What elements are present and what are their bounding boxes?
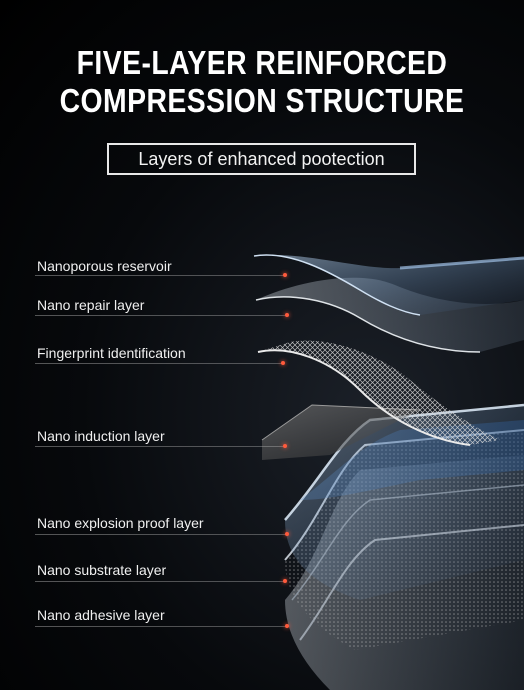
label-fingerprint-identification: Fingerprint identification	[37, 345, 186, 361]
label-nano-induction-layer: Nano induction layer	[37, 428, 165, 444]
leader-line	[35, 626, 287, 627]
marker-dot	[283, 444, 287, 448]
title-line-1: FIVE-LAYER REINFORCED	[76, 44, 448, 81]
label-nano-substrate-layer: Nano substrate layer	[37, 562, 167, 578]
marker-dot	[285, 532, 289, 536]
page-title: FIVE-LAYER REINFORCED COMPRESSION STRUCT…	[37, 44, 488, 120]
title-line-2: COMPRESSION STRUCTURE	[59, 82, 465, 119]
label-nano-repair-layer: Nano repair layer	[37, 297, 145, 313]
leader-line	[35, 363, 283, 364]
label-nano-explosion-proof-layer: Nano explosion proof layer	[37, 515, 204, 531]
marker-dot	[285, 624, 289, 628]
marker-dot	[283, 273, 287, 277]
marker-dot	[281, 361, 285, 365]
leader-line	[35, 275, 285, 276]
leader-line	[35, 315, 287, 316]
leader-line	[35, 446, 285, 447]
induction-sheet-shape	[262, 405, 420, 460]
repair-sheet-shape	[256, 277, 524, 352]
subtitle-box: Layers of enhanced pootection	[107, 143, 416, 175]
marker-dot	[283, 579, 287, 583]
label-nanoporous-reservoir: Nanoporous reservoir	[37, 258, 172, 274]
subtitle: Layers of enhanced pootection	[138, 149, 385, 169]
label-nano-adhesive-layer: Nano adhesive layer	[37, 607, 165, 623]
marker-dot	[285, 313, 289, 317]
fingerprint-mesh-shape	[258, 340, 500, 445]
leader-line	[35, 534, 287, 535]
reservoir-sheet-shape	[254, 254, 524, 315]
leader-line	[35, 581, 285, 582]
